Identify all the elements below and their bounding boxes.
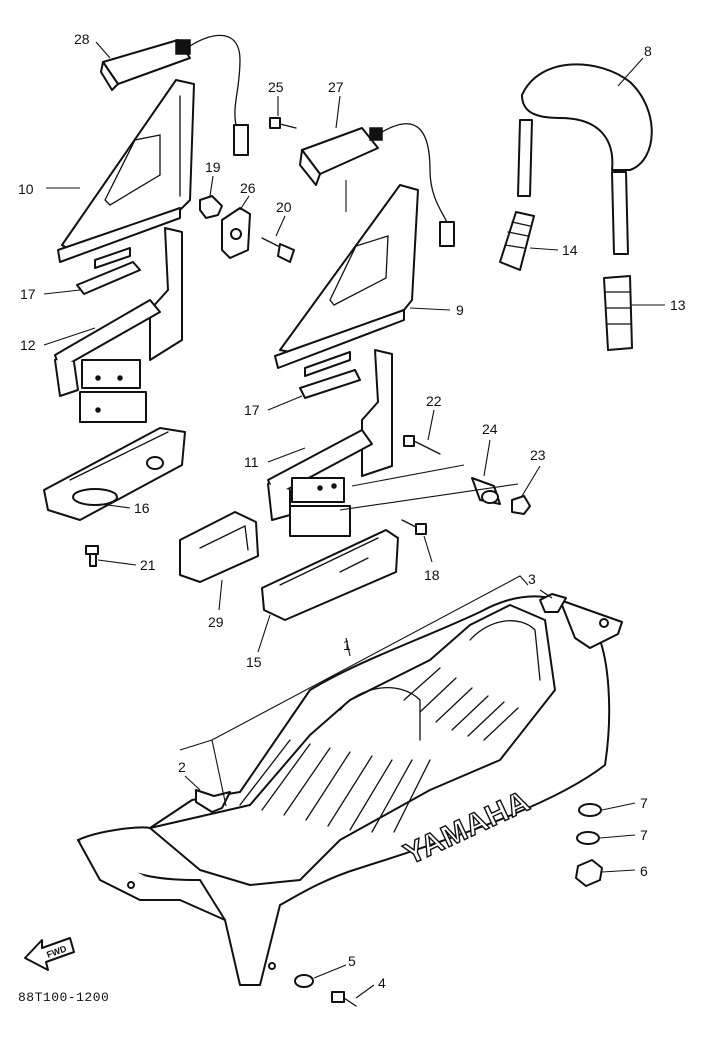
- callout-23: 23: [530, 447, 546, 463]
- part-7-washer-b: [576, 831, 600, 845]
- callout-8: 8: [644, 43, 652, 59]
- callout-24: 24: [482, 421, 498, 437]
- part-26-bracket-clip: [221, 207, 251, 259]
- part-6-nut: [575, 859, 603, 887]
- part-22-bolt: [403, 435, 441, 455]
- callout-20: 20: [276, 199, 292, 215]
- callout-labels: 28 10 17 12 16 21 29 15 19 26 20 25 27 9…: [18, 31, 686, 991]
- callout-19: 19: [205, 159, 221, 175]
- callout-27: 27: [328, 79, 344, 95]
- callout-12: 12: [20, 337, 36, 353]
- assembly-reference-lines: [179, 180, 529, 807]
- callout-5: 5: [348, 953, 356, 969]
- part-19-nut: [199, 195, 223, 219]
- callout-15: 15: [246, 654, 262, 670]
- part-1-seat: [77, 593, 623, 986]
- part-9-right-side-panel: [274, 184, 419, 377]
- leader-lines: [43, 41, 665, 999]
- part-11-right-bracket: [267, 349, 393, 537]
- callout-4: 4: [378, 975, 386, 991]
- callout-13: 13: [670, 297, 686, 313]
- part-12-left-bracket: [54, 227, 183, 423]
- callout-21: 21: [140, 557, 156, 573]
- callout-26: 26: [240, 180, 256, 196]
- part-27-lamp-assembly: [299, 123, 455, 247]
- callout-29: 29: [208, 614, 224, 630]
- part-7-washer-a: [578, 803, 602, 817]
- part-23-nut: [511, 495, 531, 515]
- callout-28: 28: [74, 31, 90, 47]
- callout-7a: 7: [640, 795, 648, 811]
- part-15-right-armrest: [261, 529, 399, 621]
- callout-22: 22: [426, 393, 442, 409]
- callout-10: 10: [18, 181, 34, 197]
- part-20-bolt: [261, 237, 295, 263]
- callout-18: 18: [424, 567, 440, 583]
- part-29-clip-cover: [179, 511, 259, 583]
- callout-14: 14: [562, 242, 578, 258]
- callout-16: 16: [134, 500, 150, 516]
- part-17-right-bushing: [299, 369, 361, 399]
- callout-7b: 7: [640, 827, 648, 843]
- part-28-lamp-assembly: [100, 34, 249, 156]
- callout-6: 6: [640, 863, 648, 879]
- part-24-collar: [471, 477, 501, 505]
- part-17-left-bushing: [76, 261, 141, 295]
- callout-17-left: 17: [20, 286, 36, 302]
- diagram-reference-code: 88T100-1200: [18, 990, 110, 1005]
- part-5-washer: [294, 974, 314, 988]
- part-18-screw: [401, 519, 427, 535]
- callout-25: 25: [268, 79, 284, 95]
- callout-3: 3: [528, 571, 536, 587]
- forward-direction-arrow-icon: FWD: [24, 937, 75, 971]
- callout-2: 2: [178, 759, 186, 775]
- part-13-boot: [603, 275, 633, 351]
- part-25-screw: [269, 117, 297, 129]
- part-14-boot: [499, 211, 535, 271]
- callout-1: 1: [343, 637, 351, 653]
- callout-17-right: 17: [244, 402, 260, 418]
- part-10-left-side-panel: [57, 79, 195, 269]
- callout-11: 11: [244, 454, 259, 470]
- part-8-backrest: [517, 63, 653, 255]
- part-16-left-armrest: [43, 427, 186, 521]
- part-21-screw: [85, 545, 99, 567]
- callout-9: 9: [456, 302, 464, 318]
- part-4-bolt: [331, 991, 357, 1007]
